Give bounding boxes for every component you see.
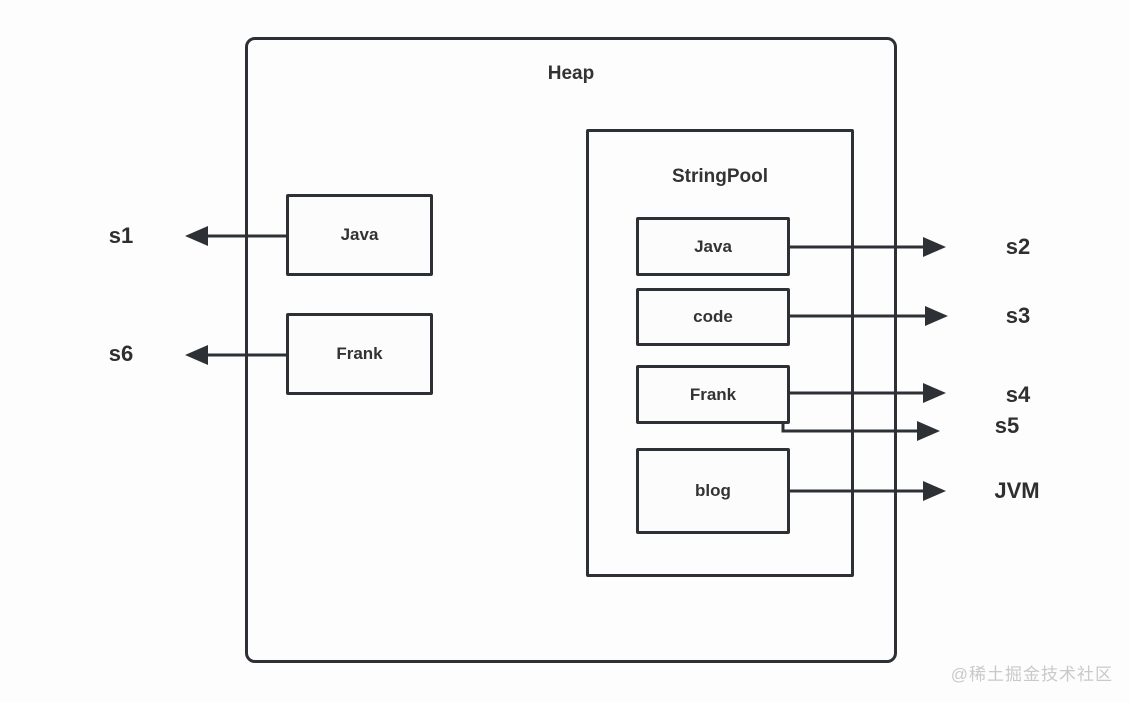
jvm-arrowhead	[923, 481, 946, 501]
ref-label-s2: s2	[1005, 234, 1031, 259]
pool-frank-box: Frank	[636, 365, 790, 424]
pool-code-label: code	[693, 307, 733, 326]
pool-blog-box: blog	[636, 448, 790, 534]
stringpool-title: StringPool	[671, 166, 769, 187]
s4-arrowhead	[923, 383, 946, 403]
heap-java-box: Java	[286, 194, 433, 276]
ref-label-s3: s3	[1005, 303, 1031, 328]
s1-arrowhead	[185, 226, 208, 246]
ref-label-s5: s5	[994, 413, 1020, 438]
heap-frank-box: Frank	[286, 313, 433, 395]
watermark-text: @稀土掘金技术社区	[950, 665, 1113, 684]
s5-arrowhead	[917, 421, 940, 441]
pool-java-box: Java	[636, 217, 790, 276]
heap-frank-label: Frank	[336, 344, 383, 363]
ref-label-s6: s6	[108, 341, 134, 366]
ref-label-s4: s4	[1005, 382, 1031, 407]
pool-java-label: Java	[694, 236, 732, 256]
heap-java-label: Java	[340, 225, 379, 244]
ref-label-jvm: JVM	[994, 478, 1040, 503]
pool-code-box: code	[636, 288, 790, 346]
s2-arrowhead	[923, 237, 946, 257]
heap-title: Heap	[547, 63, 595, 84]
pool-frank-label: Frank	[689, 384, 737, 404]
pool-blog-label: blog	[695, 481, 731, 500]
s6-arrowhead	[185, 345, 208, 365]
ref-label-s1: s1	[108, 223, 134, 248]
s3-arrowhead	[925, 306, 948, 326]
